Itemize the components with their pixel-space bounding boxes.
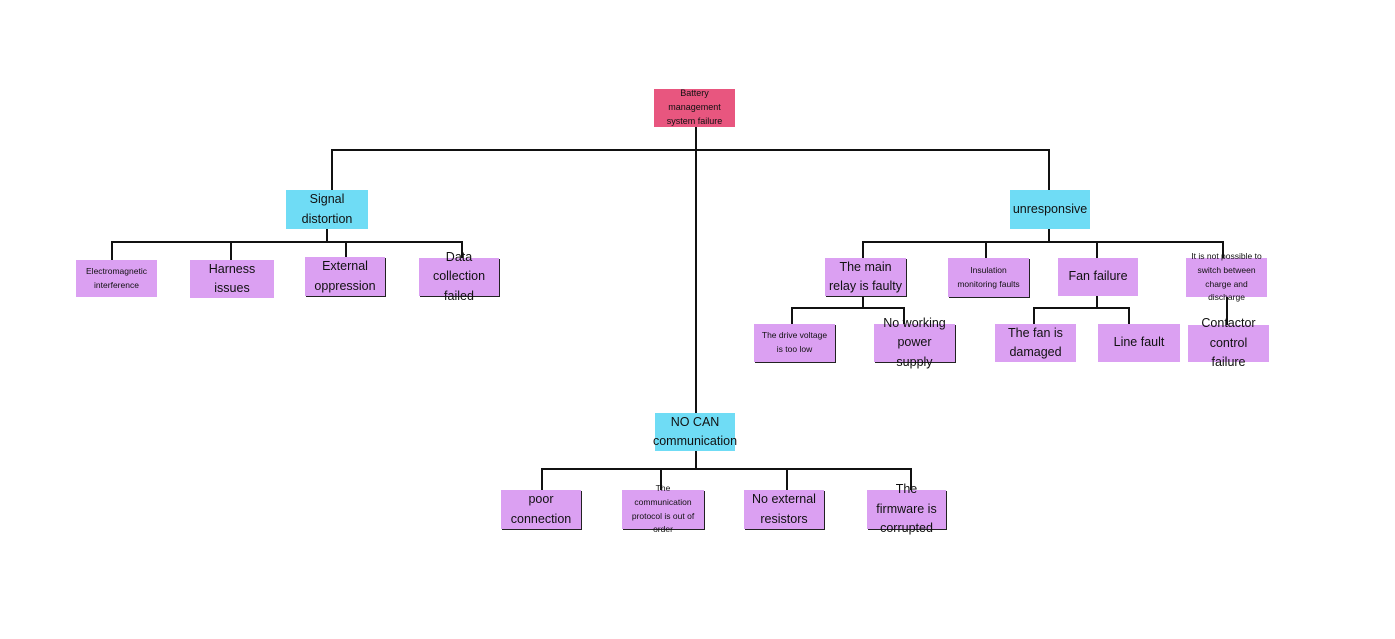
node-label: unresponsive <box>1012 201 1088 216</box>
node-no-can-communication: NO CAN communication <box>652 413 738 451</box>
connector-line <box>541 468 912 470</box>
node-fan-failure: Fan failure <box>1058 258 1138 296</box>
node-label: Harness issues <box>208 261 256 295</box>
node-label: The communication protocol is out of ord… <box>631 483 695 535</box>
connector-line <box>331 149 333 191</box>
connector-line <box>791 307 905 309</box>
node-firmware-corrupted: The firmware is corrupted <box>867 482 946 535</box>
node-protocol-out-of-order: The communication protocol is out of ord… <box>622 483 704 534</box>
node-label: Fan failure <box>1068 269 1128 284</box>
connector-line <box>1128 307 1130 324</box>
node-label: poor connection <box>510 492 572 526</box>
connector-line <box>903 307 905 324</box>
connector-line <box>111 241 463 243</box>
node-line-fault: Line fault <box>1098 324 1180 362</box>
node-label: It is not possible to switch between cha… <box>1191 251 1262 303</box>
node-main-relay-faulty: The main relay is faulty <box>825 258 906 296</box>
node-label: Electromagnetic interference <box>86 265 147 290</box>
connector-line <box>1096 296 1098 308</box>
node-drive-voltage-too-low: The drive voltage is too low <box>754 324 835 362</box>
connector-line <box>541 468 543 490</box>
connector-line <box>1033 307 1035 324</box>
node-no-external-resistors: No external resistors <box>744 490 824 529</box>
node-label: The main relay is faulty <box>829 259 902 293</box>
node-label: NO CAN communication <box>652 414 738 448</box>
node-fan-damaged: The fan is damaged <box>995 324 1076 362</box>
connector-line <box>1226 297 1228 325</box>
node-electromagnetic-interference: Electromagnetic interference <box>76 260 157 297</box>
node-label: The fan is damaged <box>1008 325 1063 359</box>
connector-line <box>660 468 662 490</box>
connector-line <box>862 296 864 308</box>
node-poor-connection: poor connection <box>501 490 581 529</box>
connector-line <box>111 241 113 260</box>
connector-line <box>786 468 788 490</box>
node-label: The firmware is corrupted <box>876 482 937 536</box>
connector-line <box>1048 229 1050 242</box>
connector-line <box>985 241 987 258</box>
node-label: Data collection failed <box>432 249 486 303</box>
connector-line <box>345 241 347 259</box>
node-data-collection-failed: Data collection failed <box>419 250 499 303</box>
node-label: Battery management system failure <box>666 88 723 126</box>
connector-line <box>1048 149 1050 191</box>
connector-line <box>1033 307 1130 309</box>
connector-line <box>230 241 232 260</box>
node-label: The drive voltage is too low <box>761 330 828 354</box>
node-contactor-control-failure: Contactor control failure <box>1188 316 1269 369</box>
connector-line <box>791 307 793 324</box>
node-label: Contactor control failure <box>1201 316 1256 370</box>
node-insulation-monitoring-faults: Insulation monitoring faults <box>948 258 1029 297</box>
connector-line <box>326 229 328 242</box>
connector-line <box>695 127 697 413</box>
node-unresponsive: unresponsive <box>1010 190 1090 229</box>
connector-line <box>331 149 1050 151</box>
connector-line <box>1222 241 1224 258</box>
node-root: Battery management system failure <box>654 88 735 127</box>
node-label: Signal distortion <box>301 192 353 226</box>
node-signal-distortion: Signal distortion <box>286 190 368 229</box>
connector-line <box>862 241 864 258</box>
node-label: No external resistors <box>752 492 816 526</box>
node-label: Insulation monitoring faults <box>957 264 1020 289</box>
node-external-oppression: External oppression <box>305 257 385 296</box>
node-label: No working power supply <box>883 315 946 369</box>
node-label: Line fault <box>1113 335 1165 350</box>
connector-line <box>695 451 697 469</box>
connector-line <box>461 241 463 260</box>
node-switch-charge-discharge: It is not possible to switch between cha… <box>1186 251 1267 302</box>
node-no-working-power-supply: No working power supply <box>874 316 955 369</box>
node-label: External oppression <box>314 259 376 293</box>
connector-line <box>1096 241 1098 258</box>
node-harness-issues: Harness issues <box>190 260 274 298</box>
connector-line <box>862 241 1224 243</box>
connector-line <box>910 468 912 490</box>
